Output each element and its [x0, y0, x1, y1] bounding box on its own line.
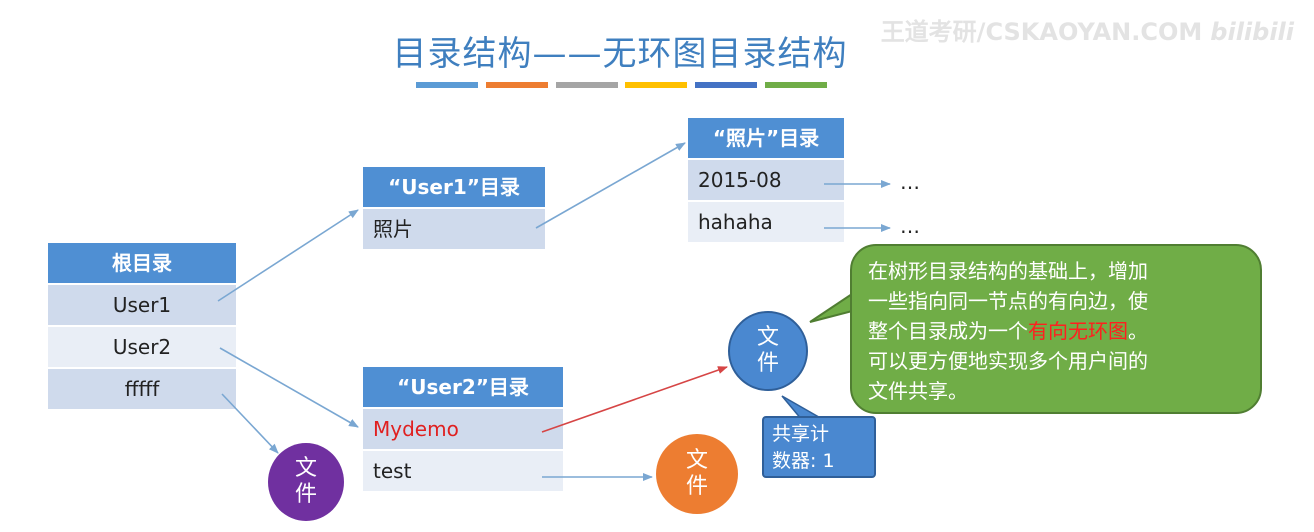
file-node-shared-blue: 文 件 [728, 311, 808, 391]
root-row-fffff: fffff [48, 367, 236, 409]
arrow-user2-to-user2-dir [219, 347, 359, 428]
title-bar-5 [695, 82, 757, 88]
user2-row-mydemo: Mydemo [363, 407, 563, 449]
arrow-user1-to-user1-dir [217, 209, 359, 302]
callout-line-1: 在树形目录结构的基础上，增加 [868, 259, 1148, 283]
arrow-fffff-to-file [221, 393, 279, 454]
title-bar-3 [556, 82, 618, 88]
title-bar-4 [625, 82, 687, 88]
user2-directory-header: “User2”目录 [363, 367, 563, 407]
root-row-user1: User1 [48, 283, 236, 325]
user2-directory-table: “User2”目录 Mydemo test [363, 367, 563, 491]
ellipsis-1: … [900, 170, 920, 194]
photo-directory-header: “照片”目录 [688, 118, 844, 158]
user1-directory-table: “User1”目录 照片 [363, 167, 545, 249]
arrow-photos-to-photo-dir [535, 142, 686, 229]
user1-row-photos: 照片 [363, 207, 545, 249]
photo-row-hahaha: hahaha [688, 200, 844, 242]
root-directory-header: 根目录 [48, 243, 236, 283]
callout-line-5: 文件共享。 [868, 379, 968, 403]
callout-bubble: 在树形目录结构的基础上，增加 一些指向同一节点的有向边，使 整个目录成为一个有向… [850, 244, 1262, 414]
slide-title: 目录结构——无环图目录结构 [392, 34, 848, 74]
file-node-purple: 文 件 [268, 443, 344, 521]
ellipsis-2: … [900, 214, 920, 238]
title-bar-1 [416, 82, 478, 88]
callout-highlight: 有向无环图 [1028, 319, 1128, 343]
title-bar-2 [486, 82, 548, 88]
callout-line-3: 整个目录成为一个有向无环图。 [868, 319, 1148, 343]
title-bar-6 [765, 82, 827, 88]
photo-directory-table: “照片”目录 2015-08 hahaha [688, 118, 844, 242]
file-node-orange: 文 件 [656, 434, 738, 514]
root-row-user2: User2 [48, 325, 236, 367]
arrow-mydemo-to-shared-file [541, 366, 728, 433]
callout-line-2: 一些指向同一节点的有向边，使 [868, 289, 1148, 313]
root-directory-table: 根目录 User1 User2 fffff [48, 243, 236, 409]
watermark-brand: bilibili [1210, 18, 1294, 46]
watermark-text: 王道考研/CSKAOYAN.COM [880, 18, 1203, 46]
user1-directory-header: “User1”目录 [363, 167, 545, 207]
callout-line-4: 可以更方便地实现多个用户间的 [868, 349, 1148, 373]
photo-row-2015-08: 2015-08 [688, 158, 844, 200]
share-counter-box: 共享计 数器: 1 [762, 416, 876, 478]
user2-row-test: test [363, 449, 563, 491]
